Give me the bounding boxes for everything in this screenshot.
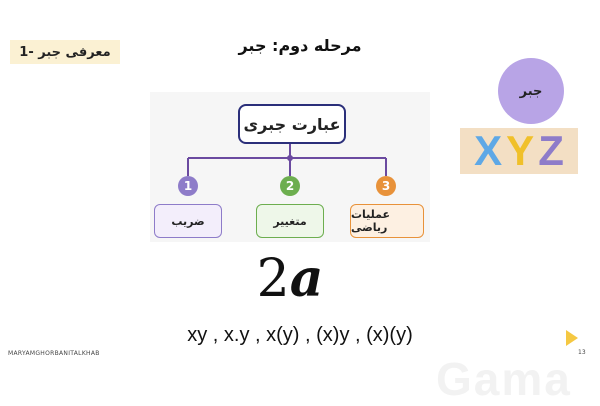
root-node: عبارت جبری: [238, 104, 346, 144]
letter-x: X: [474, 127, 503, 174]
formula-2a: 2 a: [230, 248, 350, 309]
leaf-operations: عملیات ریاضی: [350, 204, 424, 238]
node-number-1: 1: [178, 176, 198, 196]
node-number-3: 3: [376, 176, 396, 196]
gama-logo: Gama: [436, 353, 572, 405]
xyz-image: X Y Z: [460, 127, 578, 174]
formula-variable: a: [289, 248, 324, 309]
formula-coefficient: 2: [256, 249, 290, 309]
algebraic-expression-diagram: عبارت جبری 1 2 3 ضریب متغییر عملیات ریاض…: [150, 92, 430, 242]
leaf-coefficient: ضریب: [154, 204, 222, 238]
slide-title: مرحله دوم: جبر: [238, 36, 362, 55]
leaf-variable: متغییر: [256, 204, 324, 238]
letter-y: Y: [506, 127, 535, 174]
algebra-circle-label: جبر: [498, 58, 564, 124]
section-label: 1- معرفی جبر: [10, 40, 120, 64]
author-credit: MARYAMGHORBANITALKHAB: [8, 350, 100, 357]
expression-examples: xy , x.y , x(y) , (x)y , (x)(y): [187, 324, 413, 346]
diagram-connectors: [187, 142, 387, 176]
decorative-triangle: [566, 330, 578, 346]
node-number-2: 2: [280, 176, 300, 196]
letter-z: Z: [538, 127, 564, 174]
page-number: 13: [578, 349, 586, 356]
